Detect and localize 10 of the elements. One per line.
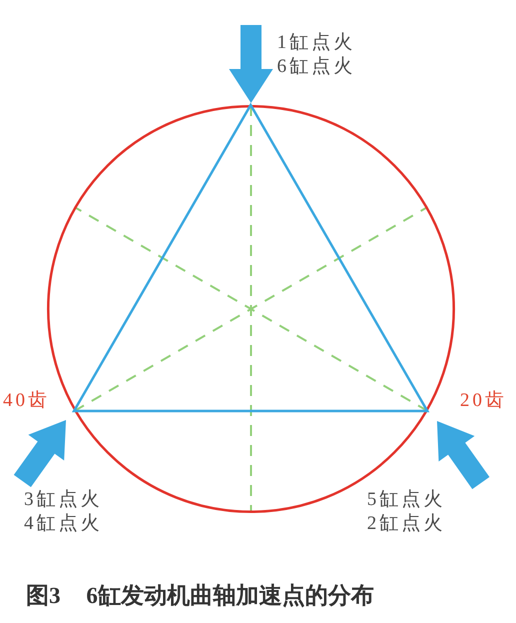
tooth-count-label: 20齿: [460, 390, 507, 412]
firing-order-label: 1缸点火: [277, 32, 356, 54]
firing-order-label: 3缸点火: [24, 489, 102, 511]
figure-caption: 图3 6缸发动机曲轴加速点的分布: [26, 582, 374, 610]
firing-order-label: 5缸点火: [367, 489, 446, 511]
triangle-outline: [74, 105, 428, 411]
firing-order-label: 4缸点火: [24, 513, 102, 535]
firing-order-label: 2缸点火: [367, 513, 446, 535]
tooth-count-label: 40齿: [3, 390, 50, 412]
firing-order-label: 6缸点火: [277, 56, 356, 78]
